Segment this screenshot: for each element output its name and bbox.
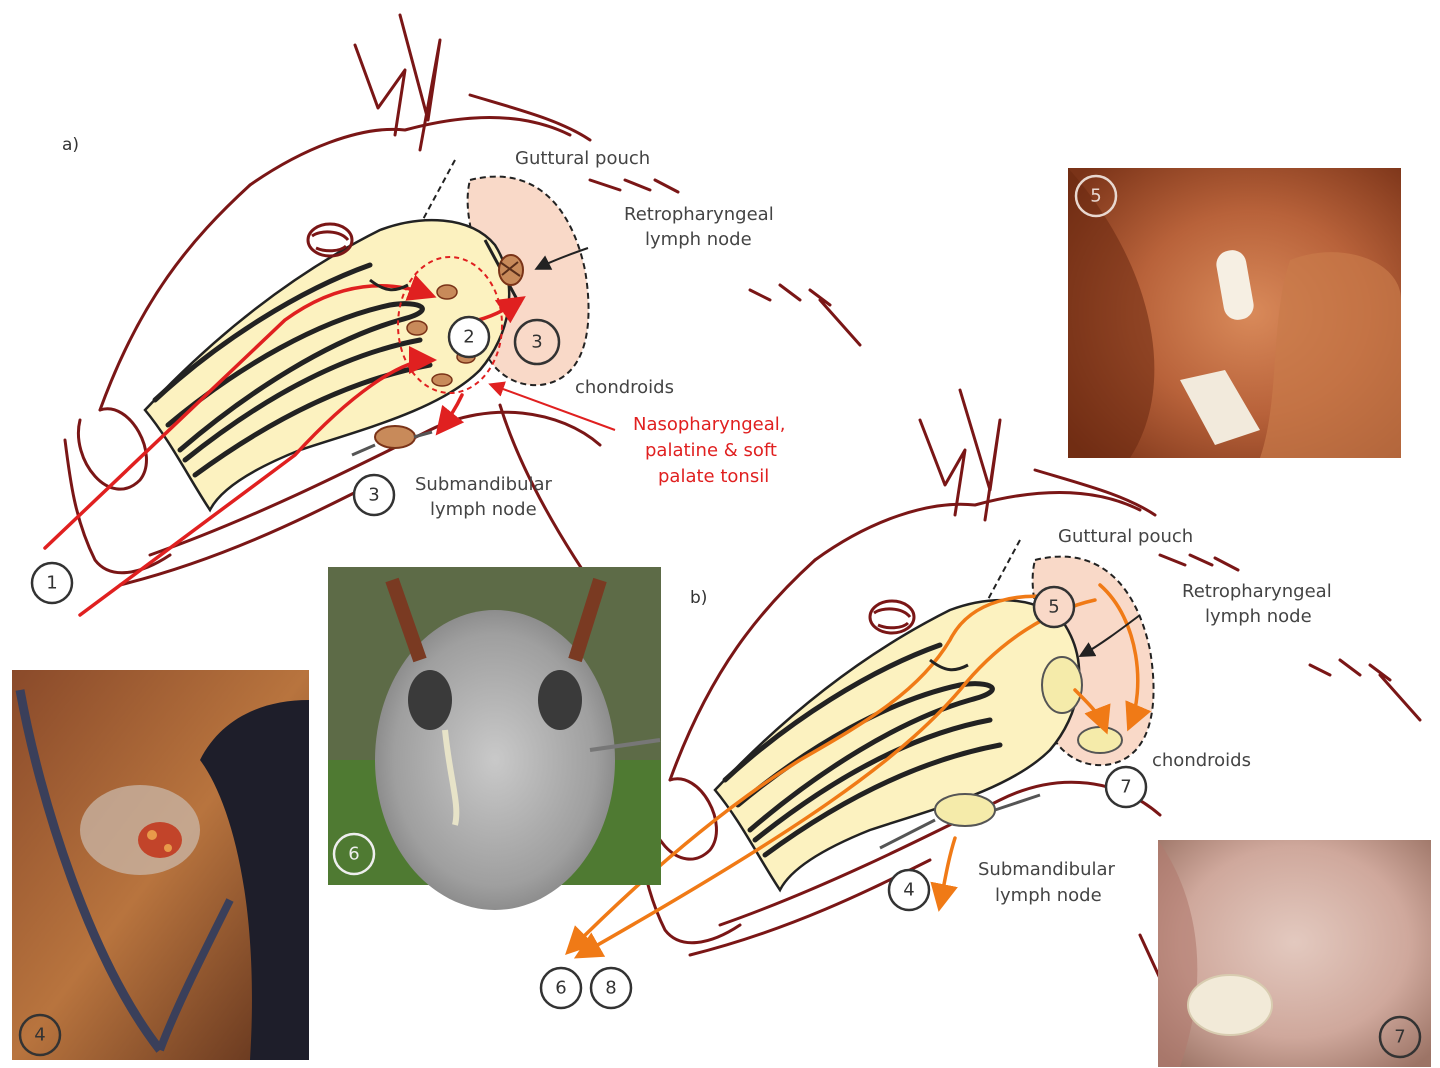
marker-4: 4	[887, 868, 931, 912]
guttural-pouch-label-a: Guttural pouch	[515, 148, 650, 169]
marker-3-submand: 3	[352, 473, 396, 517]
panel-a: a)	[30, 13, 862, 617]
photo-6-nasal-discharge: 6	[328, 567, 661, 910]
retro-label-b-line2: lymph node	[1205, 606, 1312, 627]
submand-node-a	[351, 425, 433, 457]
svg-text:4: 4	[903, 880, 914, 901]
photo-4-number: 4	[34, 1025, 45, 1046]
chondroids-label-a: chondroids	[575, 377, 674, 398]
marker-6: 6	[539, 966, 583, 1010]
photo-5-endoscopy: 5	[1068, 168, 1401, 458]
photo-7-chondroid: 7	[1158, 840, 1431, 1067]
infection-routes-a	[43, 274, 526, 617]
submand-label-b-line2: lymph node	[995, 885, 1102, 906]
marker-7: 7	[1104, 765, 1148, 809]
panel-b-letter: b)	[690, 588, 707, 608]
tonsil-label-line3: palate tonsil	[658, 466, 769, 487]
marker-3-retro: 3	[513, 318, 561, 366]
turbinates-a	[152, 262, 433, 478]
svg-text:7: 7	[1120, 777, 1131, 798]
photo-6-number: 6	[348, 844, 359, 865]
submand-label-b-line1: Submandibular	[978, 859, 1116, 880]
photo-7-number: 7	[1394, 1027, 1405, 1048]
retro-label-b-line1: Retropharyngeal	[1182, 581, 1332, 602]
guttural-pouch-label-b: Guttural pouch	[1058, 526, 1193, 547]
tonsil-label-line1: Nasopharyngeal,	[633, 414, 785, 435]
svg-text:1: 1	[46, 573, 57, 594]
brain-icon-a	[306, 222, 354, 258]
svg-text:6: 6	[555, 978, 566, 999]
marker-2: 2	[447, 315, 491, 359]
marker-8: 8	[589, 966, 633, 1010]
tonsil-label-line2: palatine & soft	[645, 440, 777, 461]
photo-4-abscess: 4	[12, 670, 309, 1060]
tonsil-zone-a	[397, 256, 503, 394]
retro-label-a-line1: Retropharyngeal	[624, 204, 774, 225]
chondroid-nodes-b	[934, 656, 1123, 827]
svg-text:2: 2	[463, 327, 474, 348]
retro-label-a-line2: lymph node	[645, 229, 752, 250]
discharge-routes-b	[565, 583, 1152, 959]
photo-5-number: 5	[1090, 186, 1101, 207]
submand-label-a-line2: lymph node	[430, 499, 537, 520]
submand-label-a-line1: Submandibular	[415, 474, 553, 495]
marker-1: 1	[30, 561, 74, 605]
svg-text:3: 3	[531, 332, 542, 353]
panel-b: b)	[539, 388, 1422, 1010]
marker-5: 5	[1032, 585, 1076, 629]
svg-text:5: 5	[1048, 597, 1059, 618]
turbinates-b	[722, 642, 1003, 858]
brain-icon-b	[868, 599, 916, 635]
svg-text:3: 3	[368, 485, 379, 506]
panel-a-letter: a)	[62, 135, 79, 155]
svg-text:8: 8	[605, 978, 616, 999]
chondroids-label-b: chondroids	[1152, 750, 1251, 771]
